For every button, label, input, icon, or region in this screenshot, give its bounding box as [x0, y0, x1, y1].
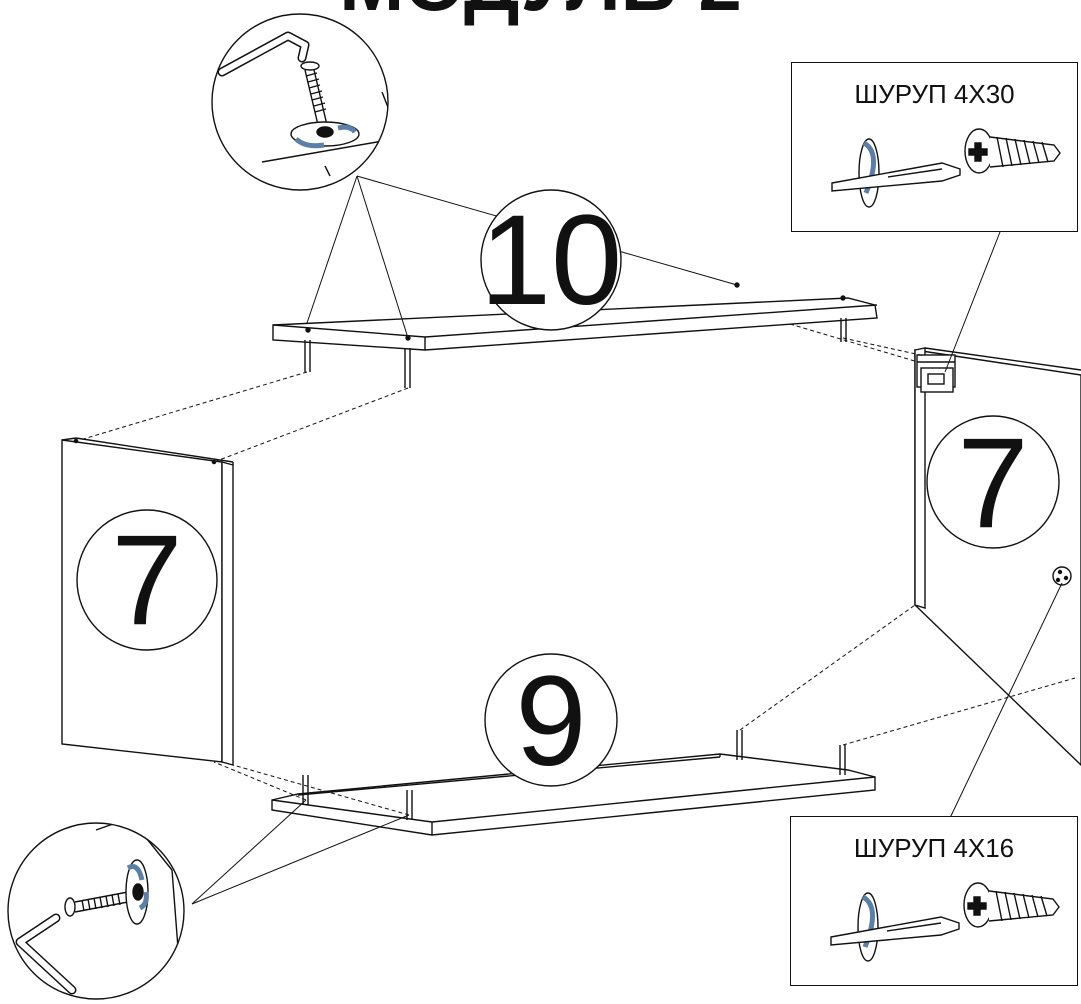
right-part-7-circle [926, 415, 1060, 549]
page-title: МОДУЛЬ 2 [0, 0, 1081, 22]
left-part-7-circle [76, 509, 218, 651]
part-9-label: 9 [515, 650, 586, 793]
bottom-panel [271, 730, 876, 836]
assembly-guide-lines [79, 323, 1076, 816]
screw-label-4x30: ШУРУП 4X30 [854, 79, 1015, 109]
bottom-detail-zoom [7, 822, 185, 1000]
screwdriver-screw-icon-2 [830, 882, 1060, 962]
part-10-label: 10 [480, 189, 622, 332]
screw-box-top: ШУРУП 4X30 [791, 62, 1078, 232]
screwdriver-screw-icon [831, 128, 1061, 208]
right-part-7-label: 7 [957, 412, 1028, 555]
top-detail-zoom [211, 13, 389, 191]
screw-label-4x16: ШУРУП 4X16 [853, 833, 1015, 863]
part-9-circle [484, 653, 618, 787]
part-10-circle [480, 189, 622, 331]
right-side-panel [914, 347, 1081, 766]
left-part-7-label: 7 [111, 509, 182, 652]
screw-box-bottom: ШУРУП 4X16 [790, 816, 1078, 986]
